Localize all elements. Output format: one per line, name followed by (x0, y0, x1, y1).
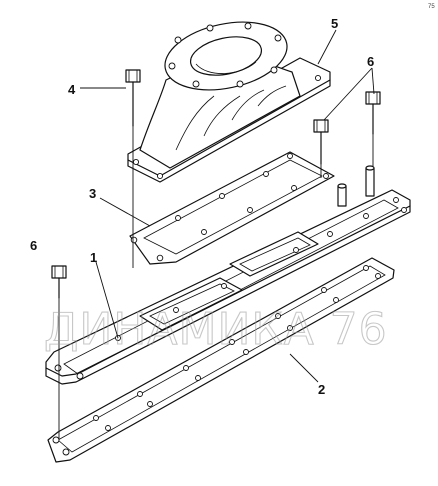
callout-2: 2 (318, 382, 325, 397)
watermark-text: ДИНАМИКА 76 (44, 304, 388, 355)
manifold-housing (127, 21, 331, 183)
callout-6-left: 6 (30, 238, 37, 253)
bolt-6-left (51, 265, 67, 440)
gasket-middle (129, 151, 335, 265)
callout-4: 4 (68, 82, 76, 97)
cover-plate-holes (54, 197, 407, 380)
corner-mark: 75 (428, 4, 435, 10)
manifold-flange-holes (168, 22, 282, 88)
bolt-4 (125, 69, 141, 268)
callout-5: 5 (331, 16, 338, 31)
callout-3: 3 (89, 186, 96, 201)
bolt-6-top (365, 91, 381, 166)
callout-6-top: 6 (367, 54, 374, 69)
gasket-lower (47, 257, 395, 463)
cover-plate (45, 165, 411, 385)
bolt-6-middle (313, 119, 329, 178)
manifold-base-holes (132, 74, 322, 180)
gasket-middle-holes (130, 153, 329, 262)
callout-leaders (80, 29, 375, 383)
callout-1: 1 (90, 250, 97, 265)
